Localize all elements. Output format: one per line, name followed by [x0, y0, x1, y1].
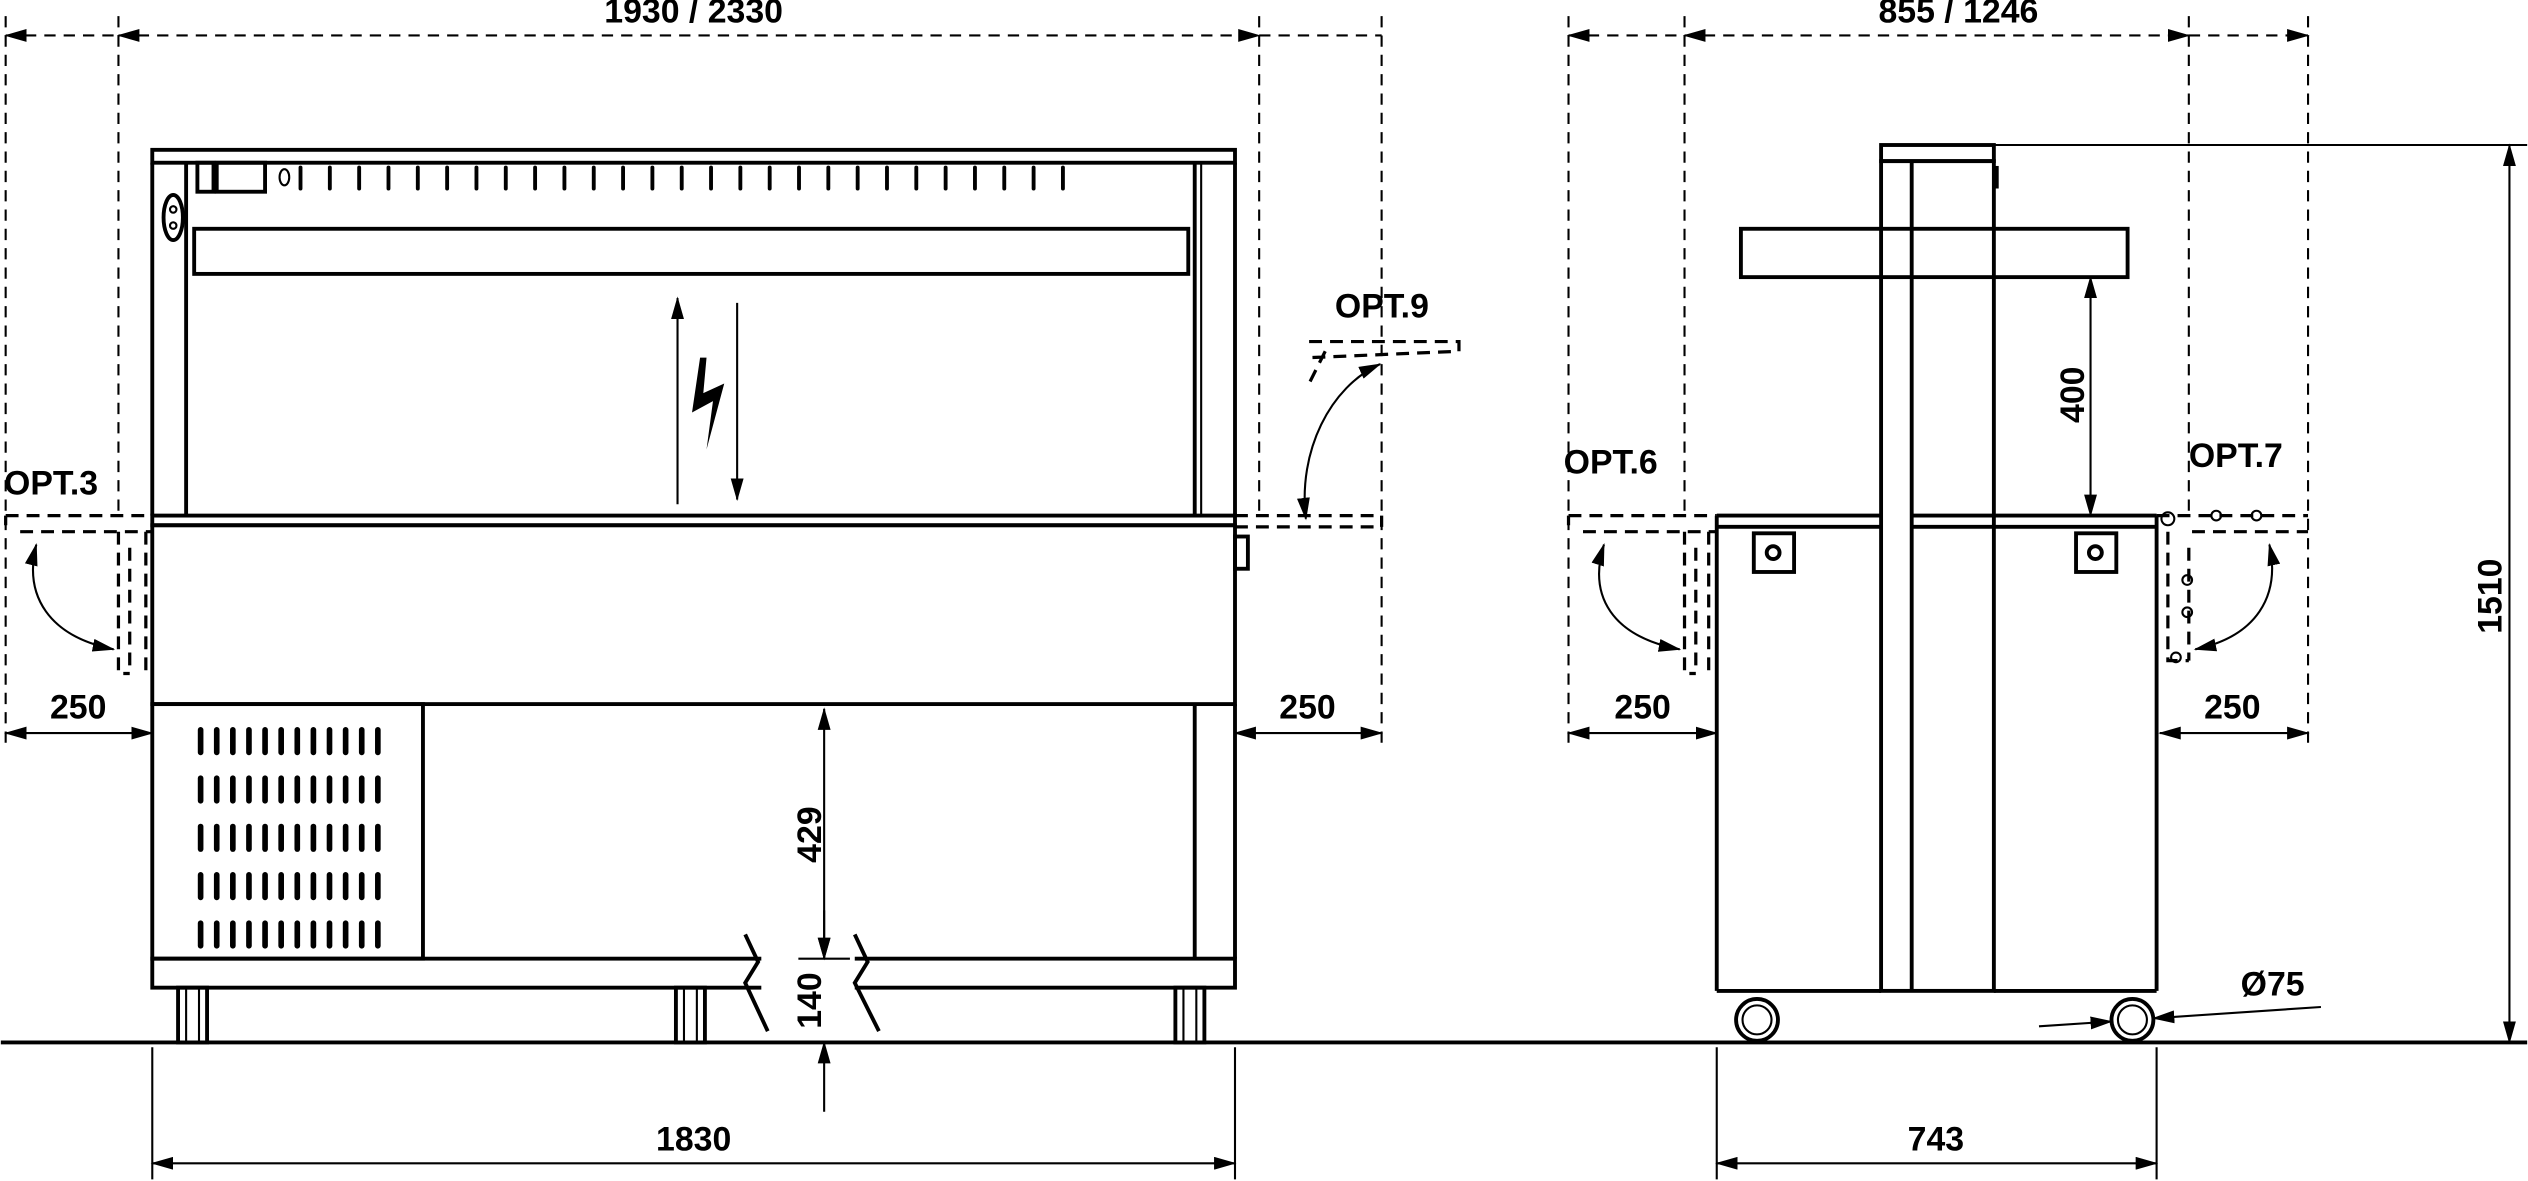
- left-shelf-dimension: 250: [4, 689, 154, 740]
- side-extension-lines: [1567, 16, 2310, 745]
- gantry-clearance-label: 400: [2054, 367, 2092, 423]
- left-shelf-label: 250: [50, 689, 106, 727]
- gantry-clearance-dimension: 400: [2054, 275, 2097, 518]
- overall-depth-label: 855 / 1246: [1878, 0, 2038, 31]
- castor-wheels: [1734, 997, 2156, 1043]
- option-3-shelf: OPT.3: [4, 465, 153, 676]
- depth-label: 743: [1908, 1120, 1964, 1158]
- base-height-label: 140: [791, 972, 829, 1028]
- gantry: [1738, 143, 2528, 993]
- total-height-dimension: 1510: [2471, 143, 2516, 1045]
- side-view: 855 / 1246 OPT.6: [1564, 0, 2528, 1180]
- canopy: [150, 147, 1237, 516]
- length-dimension: 1830: [150, 1047, 1237, 1180]
- side-right-shelf-label: 250: [2204, 689, 2260, 727]
- castor-diameter-dimension: Ø75: [2038, 966, 2322, 1030]
- undershelf-height-label: 429: [791, 806, 829, 862]
- front-view: 1930 / 2330: [4, 0, 1461, 1180]
- option-7-label: OPT.7: [2189, 437, 2283, 475]
- depth-dimension: 743: [1715, 1047, 2159, 1180]
- option-9-shelf: OPT.9: [1234, 287, 1461, 529]
- overall-width-label: 1930 / 2330: [604, 0, 783, 31]
- base-height-dimension: 140: [791, 910, 850, 1112]
- side-left-shelf-label: 250: [1614, 689, 1670, 727]
- heat-lamp-bar: [192, 226, 1191, 276]
- side-left-shelf-dimension: 250: [1566, 689, 1719, 740]
- option-7-shelf: OPT.7: [2156, 437, 2309, 664]
- right-shelf-label: 250: [1279, 689, 1335, 727]
- break-line: [743, 933, 770, 1032]
- side-right-shelf-dimension: 250: [2158, 689, 2310, 740]
- compressor-unit: [150, 702, 425, 961]
- undershelf-height-dimension: 429: [791, 707, 831, 961]
- canopy-vents: [298, 165, 1065, 191]
- knob-icon: [161, 193, 185, 243]
- castor-diameter-label: Ø75: [2241, 966, 2305, 1004]
- counter-body: [150, 513, 1250, 1045]
- total-height-label: 1510: [2471, 559, 2509, 634]
- side-counter-body: [1714, 513, 2159, 1043]
- compressor-vents: [197, 727, 381, 949]
- right-shelf-dimension: 250: [1233, 689, 1384, 740]
- overall-depth-dimension: 855 / 1246: [1566, 0, 2310, 42]
- switch-icon: [195, 160, 216, 194]
- option-9-label: OPT.9: [1335, 287, 1429, 325]
- break-line: [852, 933, 881, 1033]
- option-6-shelf: OPT.6: [1564, 444, 1717, 676]
- feet: [176, 985, 1207, 1045]
- electric-hazard-icon: [692, 357, 725, 450]
- overall-width-dimension: 1930 / 2330: [4, 0, 1382, 42]
- front-extension-lines: [4, 16, 1383, 745]
- option-6-label: OPT.6: [1564, 444, 1658, 482]
- length-label: 1830: [656, 1120, 731, 1158]
- option-3-label: OPT.3: [4, 465, 98, 503]
